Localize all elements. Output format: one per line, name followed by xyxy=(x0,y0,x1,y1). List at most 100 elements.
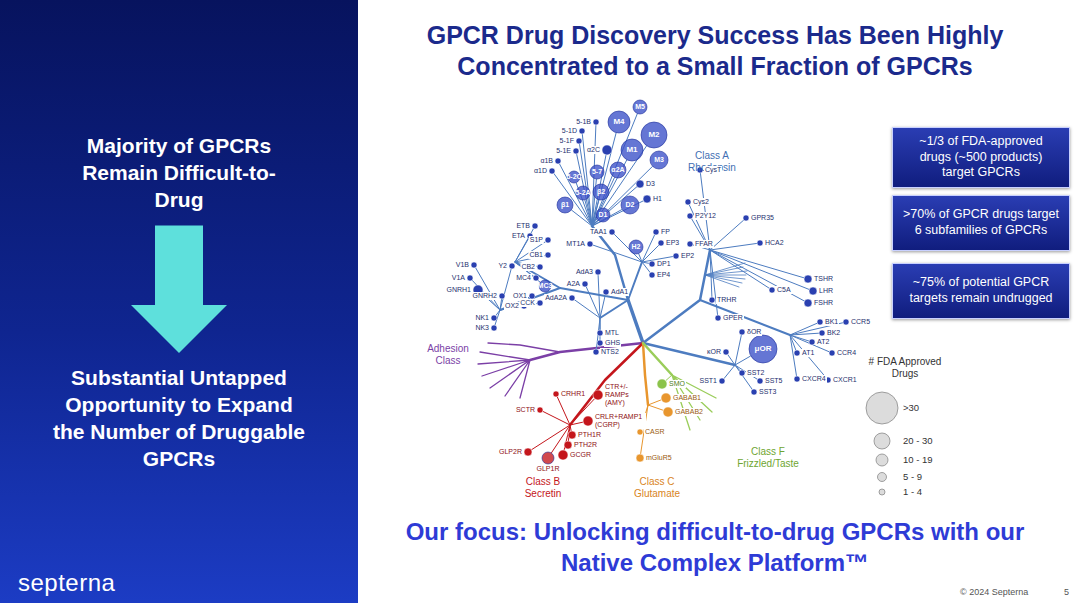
tree-trunks xyxy=(478,226,790,430)
receptor-label: TSHR xyxy=(813,275,834,283)
tree-branch xyxy=(570,425,571,431)
tree-branch xyxy=(500,299,502,310)
receptor-label: CRHR1 xyxy=(560,390,586,398)
tree-branch xyxy=(790,335,796,350)
receptor-dot xyxy=(564,441,572,449)
receptor-label: 5-1B xyxy=(575,118,592,126)
receptor-dot xyxy=(804,299,812,307)
receptor-dot xyxy=(545,252,551,258)
legend-circle xyxy=(878,473,887,482)
tree-branch xyxy=(710,250,770,288)
receptor-dot xyxy=(579,128,585,134)
receptor-label: 5-1F xyxy=(559,137,575,145)
block-arrow xyxy=(131,226,227,353)
receptor-label: CB2 xyxy=(520,263,536,271)
receptor-dot xyxy=(739,370,745,376)
tree-branch xyxy=(600,295,605,318)
tree-branch xyxy=(592,160,627,226)
drug-count-bubble xyxy=(633,100,647,114)
receptor-label: CTR+/- RAMPs (AMY) xyxy=(604,383,638,407)
tree-branch xyxy=(592,201,643,226)
side-panel: septernaMajority of GPCRs Remain Difficu… xyxy=(0,0,358,603)
receptor-label: EP3 xyxy=(665,239,680,247)
receptor-label: δOR xyxy=(746,328,762,336)
panel-text: Substantial Untapped Opportunity to Expa… xyxy=(49,365,309,473)
drug-count-bubble xyxy=(629,240,643,254)
receptor-label: FSHR xyxy=(813,299,834,307)
receptor-label: V1B xyxy=(455,261,470,269)
receptor-label: MC4 xyxy=(515,274,532,282)
tree-branch xyxy=(559,164,592,226)
receptor-label: D3 xyxy=(645,180,656,188)
receptor-label: EP4 xyxy=(656,271,671,279)
tree-branch xyxy=(710,250,712,297)
receptor-dot xyxy=(583,416,593,426)
tree-branch xyxy=(600,318,601,340)
stat-callout: ~1/3 of FDA-approved drugs (~500 product… xyxy=(892,127,1070,188)
callout-text: ~75% of potential GPCR targets remain un… xyxy=(903,275,1059,306)
tree-branch xyxy=(790,335,797,376)
receptor-label: Y2 xyxy=(497,262,508,270)
tree-branch xyxy=(570,399,595,425)
tree-branch xyxy=(639,254,642,263)
receptor-dot xyxy=(491,315,497,321)
receptor-dot xyxy=(649,261,655,267)
receptor-dot xyxy=(661,393,671,403)
receptor-dot xyxy=(537,264,543,270)
tree-branch xyxy=(642,235,655,262)
drug-count-bubble xyxy=(650,151,668,169)
legend-label: 20 - 30 xyxy=(903,435,933,447)
receptor-dot xyxy=(709,297,715,303)
receptor-label: AT2 xyxy=(816,338,830,346)
receptor-label: P2Y12 xyxy=(694,212,717,220)
receptor-dot xyxy=(545,237,551,243)
receptor-label: β1 xyxy=(561,201,569,209)
tree-dots xyxy=(467,100,849,464)
tree-branch xyxy=(710,250,809,290)
receptor-dot xyxy=(723,349,729,355)
receptor-label: MC3 xyxy=(538,282,553,290)
tree-branch xyxy=(642,262,649,263)
receptor-label: SST3 xyxy=(758,388,778,396)
receptor-label: SST5 xyxy=(764,377,784,385)
receptor-label: α2C xyxy=(586,146,601,154)
receptor-label: LHR xyxy=(818,287,834,295)
tree-branch xyxy=(574,300,600,318)
receptor-dot xyxy=(597,330,603,336)
receptor-label: NK1 xyxy=(474,314,490,322)
receptor-label: Cys2 xyxy=(692,198,710,206)
legend-label: >30 xyxy=(903,402,919,414)
receptor-dot xyxy=(687,241,693,247)
receptor-dot xyxy=(537,407,543,413)
receptor-label: GABAB2 xyxy=(674,408,704,416)
class-label: Adhesion Class xyxy=(422,343,474,367)
drug-count-bubble xyxy=(542,452,554,464)
receptor-dot xyxy=(595,269,601,275)
receptor-dot xyxy=(553,391,559,397)
tree-branch xyxy=(790,335,809,341)
receptor-label: M2 xyxy=(648,131,659,139)
receptor-label: M1 xyxy=(626,146,637,154)
tree-leaves xyxy=(472,114,843,455)
receptor-label: CRLR+RAMP1 (CGRP) xyxy=(594,413,646,429)
tree-branch xyxy=(592,209,622,226)
tree-branch xyxy=(592,187,637,226)
receptor-dot xyxy=(843,319,849,325)
tree-branch xyxy=(570,422,583,425)
legend-circle xyxy=(866,392,898,424)
tree-branch xyxy=(543,411,570,425)
receptor-label: GHS xyxy=(604,339,621,347)
receptor-dot xyxy=(757,240,763,246)
panel-statement: Substantial Untapped Opportunity to Expa… xyxy=(49,365,309,473)
tree-branch xyxy=(710,250,804,278)
receptor-label: M3 xyxy=(654,156,664,164)
receptor-dot xyxy=(649,272,655,278)
receptor-dot xyxy=(593,390,603,400)
receptor-dot xyxy=(593,349,599,355)
receptor-label: GLP1R xyxy=(536,465,561,473)
receptor-label: HCA2 xyxy=(764,239,785,247)
receptor-dot xyxy=(769,287,775,293)
receptor-dot xyxy=(643,195,651,203)
receptor-label: MTL xyxy=(604,329,620,337)
receptor-label: 5-7 xyxy=(592,168,602,176)
